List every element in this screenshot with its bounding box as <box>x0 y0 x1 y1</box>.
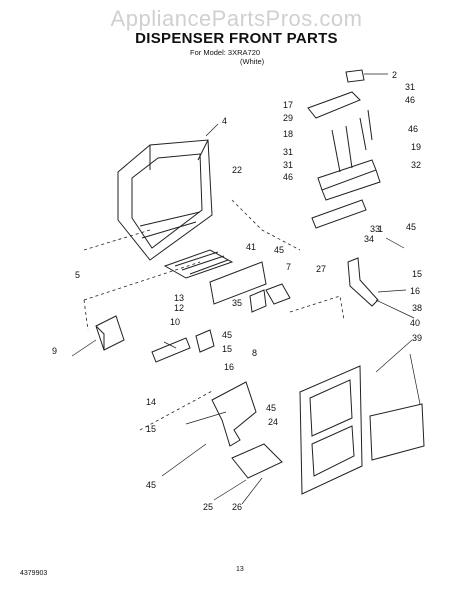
part-label: 45 <box>274 245 284 255</box>
part-label: 41 <box>246 242 256 252</box>
part-label: 16 <box>224 362 234 372</box>
part-label: 38 <box>412 303 422 313</box>
part-label: 27 <box>316 264 326 274</box>
part-label: 25 <box>203 502 213 512</box>
part-label: 45 <box>406 222 416 232</box>
part-label: 15 <box>412 269 422 279</box>
part-label: 46 <box>405 95 415 105</box>
door-panel <box>299 365 425 495</box>
part-label: 19 <box>411 142 421 152</box>
part-label: 15 <box>146 424 156 434</box>
part-label: 46 <box>408 124 418 134</box>
model-line: For Model: 3XRA720 <box>190 48 261 57</box>
page-number: 13 <box>236 566 244 573</box>
part-label: 15 <box>222 344 232 354</box>
part-label: 39 <box>412 333 422 343</box>
part-label: 31 <box>283 160 293 170</box>
part-label: 14 <box>146 397 156 407</box>
dispenser-housing <box>117 139 213 261</box>
part-17-bar <box>307 91 361 119</box>
part-label: 45 <box>222 330 232 340</box>
part-label: 1 <box>378 224 383 234</box>
lever-assembly <box>311 109 381 229</box>
part-label: 40 <box>410 318 420 328</box>
chute <box>211 381 257 447</box>
part-label: 31 <box>283 147 293 157</box>
part-label: 34 <box>364 234 374 244</box>
drip-tray-grille <box>163 249 234 279</box>
part-label: 9 <box>52 346 57 356</box>
part-label: 24 <box>268 417 278 427</box>
part-label: 46 <box>283 172 293 182</box>
part-label: 2 <box>392 70 397 80</box>
part-label: 22 <box>232 165 242 175</box>
cup <box>231 443 283 479</box>
part-12-clip <box>195 329 215 353</box>
part-label: 16 <box>410 286 420 296</box>
part-label: 31 <box>405 82 415 92</box>
page-title: DISPENSER FRONT PARTS <box>135 30 338 47</box>
part-label: 32 <box>411 160 421 170</box>
part-label: 7 <box>286 262 291 272</box>
part-9-box <box>95 315 125 351</box>
switch-plate <box>209 261 291 313</box>
part-10-bracket <box>151 337 191 363</box>
part-labels: 2 31 46 17 29 4 46 18 19 31 31 32 46 22 133 45 34 41 45 15 5… <box>52 70 422 512</box>
part-label: 45 <box>266 403 276 413</box>
part-label: 18 <box>283 129 293 139</box>
part-2-cap <box>345 69 365 83</box>
model-color: (White) <box>240 57 265 66</box>
part-label: 12 <box>174 303 184 313</box>
part-label: 13 <box>174 293 184 303</box>
part-label: 35 <box>232 298 242 308</box>
model-info: For Model: 3XRA720 (White) <box>190 48 264 66</box>
part-label: 4 <box>222 116 227 126</box>
part-label: 29 <box>283 113 293 123</box>
part-label: 17 <box>283 100 293 110</box>
part-label: 8 <box>252 348 257 358</box>
part-label: 45 <box>146 480 156 490</box>
document-number: 4379903 <box>20 570 48 577</box>
watermark: AppliancePartsPros.com <box>110 6 363 31</box>
actuator-arm <box>347 257 379 307</box>
part-label: 33 <box>370 224 380 234</box>
part-label: 26 <box>232 502 242 512</box>
part-label: 10 <box>170 317 180 327</box>
part-label: 5 <box>75 270 80 280</box>
